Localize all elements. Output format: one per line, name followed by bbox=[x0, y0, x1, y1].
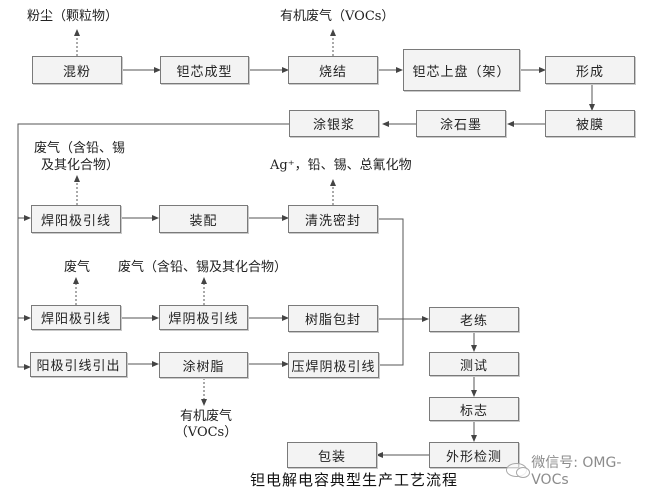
step-packaging: 包装 bbox=[287, 442, 377, 468]
emission-waste-gas-lead-tin-2-label: 废气（含铅、锡及其化合物） bbox=[118, 260, 288, 275]
step-silver-paste: 涂银浆 bbox=[289, 110, 379, 137]
emission-dust-label: 粉尘（颗粒物） bbox=[27, 9, 119, 24]
step-testing: 测试 bbox=[429, 352, 519, 376]
arrow-bus-to-anode-lead-out bbox=[17, 363, 31, 370]
step-core-forming: 钽芯成型 bbox=[160, 56, 249, 84]
step-aging: 老练 bbox=[429, 307, 519, 332]
step-marking: 标志 bbox=[429, 397, 519, 421]
step-weld-cathode-lead: 焊阴极引线 bbox=[159, 305, 248, 330]
step-visual-inspection: 外形检测 bbox=[429, 442, 519, 468]
emission-waste-gas-lead-tin-1-line1: 废气（含铅、锡 bbox=[34, 141, 126, 156]
step-sintering: 烧结 bbox=[288, 56, 378, 84]
step-resin-encapsulation: 树脂包封 bbox=[288, 305, 378, 332]
emission-vocs-resin-line2: （VOCs） bbox=[174, 425, 238, 440]
emission-waste-gas-label: 废气 bbox=[64, 260, 91, 275]
step-mix-powder: 混粉 bbox=[32, 56, 122, 84]
step-assembly: 装配 bbox=[159, 205, 248, 233]
connector-clean-seal-to-right-bus bbox=[378, 218, 404, 366]
emission-vocs-sintering-label: 有机废气（VOCs） bbox=[280, 9, 395, 24]
emission-wastewater-label: Ag⁺，铅、锡、总氰化物 bbox=[270, 158, 412, 173]
watermark-text: 微信号: OMG-VOCs bbox=[531, 455, 622, 488]
step-core-mounting: 钽芯上盘（架） bbox=[403, 49, 520, 91]
step-formation: 形成 bbox=[545, 56, 635, 84]
step-anode-lead-out: 阳极引线引出 bbox=[30, 352, 127, 377]
step-resin-coating: 涂树脂 bbox=[159, 352, 248, 378]
step-weld-anode-lead-1: 焊阳极引线 bbox=[31, 205, 121, 233]
emission-waste-gas-lead-tin-1-line2: 及其化合物） bbox=[41, 158, 120, 173]
wechat-icon bbox=[506, 463, 531, 478]
step-coating-film: 被膜 bbox=[545, 110, 635, 137]
emission-vocs-resin-line1: 有机废气 bbox=[179, 409, 232, 424]
watermark: 微信号: OMG-VOCs bbox=[506, 452, 653, 488]
diagram-title: 钽电解电容典型生产工艺流程 bbox=[250, 471, 459, 489]
step-weld-anode-lead-2: 焊阳极引线 bbox=[31, 305, 121, 330]
connector-silver-to-left-bus bbox=[17, 123, 289, 367]
step-press-weld-cathode-lead: 压焊阴极引线 bbox=[288, 352, 379, 378]
step-graphite-coating: 涂石墨 bbox=[416, 110, 506, 137]
step-clean-seal: 清洗密封 bbox=[288, 205, 378, 233]
